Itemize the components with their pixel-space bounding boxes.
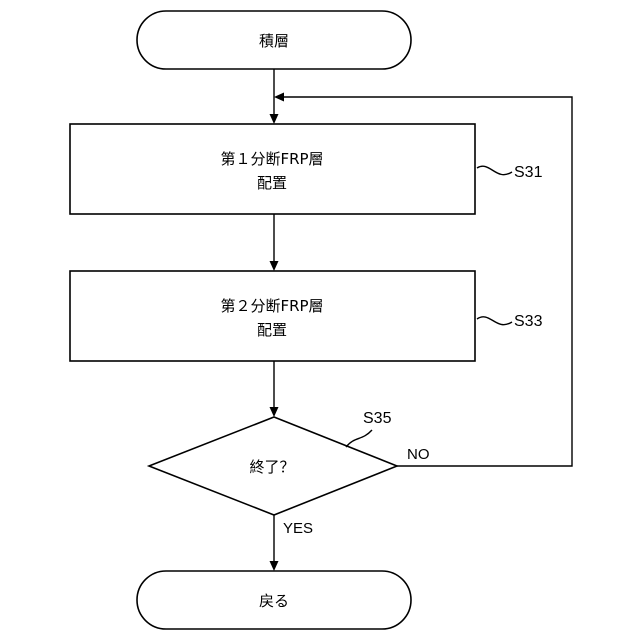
- ref-label-s35: S35: [363, 410, 392, 427]
- decision-s35: 終了？: [149, 417, 397, 515]
- arrowhead-yes-to-end: [270, 561, 279, 571]
- process-s33-line2: 配置: [257, 321, 287, 339]
- end-terminal: 戻る: [137, 571, 411, 629]
- arrowhead-s31-to-s33: [270, 261, 279, 271]
- ref-label-s33: S33: [514, 313, 543, 330]
- leader-s33: [477, 317, 512, 325]
- arrowhead-start-to-s31: [270, 114, 279, 124]
- process-s31-box: [70, 124, 475, 214]
- start-terminal: 積層: [137, 11, 411, 69]
- end-terminal-label: 戻る: [259, 592, 289, 610]
- process-s33-box: [70, 271, 475, 361]
- process-s31-line2: 配置: [257, 174, 287, 192]
- arrowhead-s33-to-s35: [270, 407, 279, 417]
- edge-label-no: NO: [407, 446, 430, 463]
- process-s33-line1: 第２分断FRP層: [220, 297, 323, 315]
- process-s31-line1: 第１分断FRP層: [220, 150, 323, 168]
- start-terminal-label: 積層: [259, 32, 289, 50]
- ref-label-s31: S31: [514, 164, 543, 181]
- leader-s35: [346, 430, 372, 447]
- process-s31: 第１分断FRP層 配置: [70, 124, 475, 214]
- leader-s31: [477, 166, 512, 174]
- process-s33: 第２分断FRP層 配置: [70, 271, 475, 361]
- arrowhead-no-loop-back: [274, 93, 284, 102]
- decision-s35-label: 終了？: [249, 458, 294, 476]
- edge-label-yes: YES: [283, 520, 313, 537]
